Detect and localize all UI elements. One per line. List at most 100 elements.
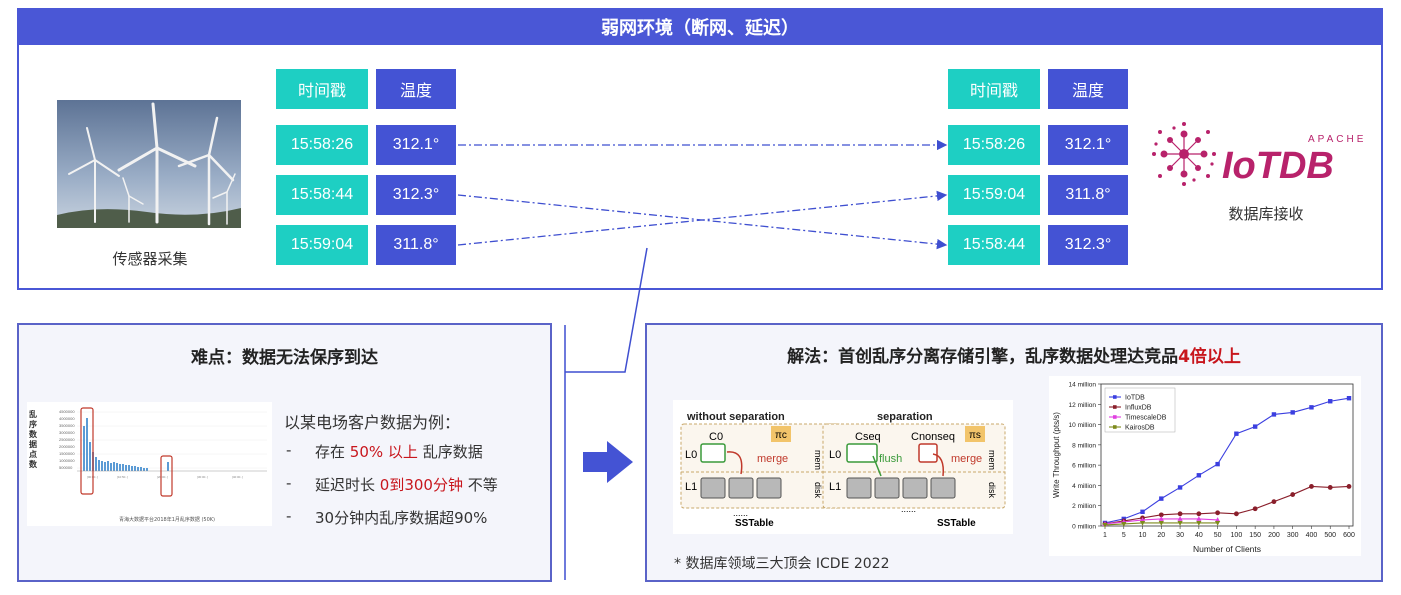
- svg-text:[30:00..]: [30:00..]: [197, 475, 208, 479]
- point-influxdb: [1233, 511, 1239, 517]
- x-tick-label: 300: [1287, 532, 1299, 539]
- svg-text:500000: 500000: [59, 465, 73, 470]
- svg-text:......: ......: [901, 504, 916, 514]
- point-influxdb: [1309, 484, 1314, 489]
- point-iotdb: [1234, 431, 1239, 436]
- point-iotdb: [1196, 473, 1202, 478]
- svg-text:[40:00..]: [40:00..]: [232, 475, 243, 479]
- x-tick-label: 150: [1249, 532, 1261, 539]
- point-kairosdb: [1177, 520, 1183, 526]
- sent-time-3: 15:59:04: [276, 225, 368, 265]
- received-temp-2: 311.8°: [1048, 175, 1128, 215]
- y-tick-label: 0 million: [1072, 524, 1096, 531]
- series-line-iotdb: [1104, 397, 1350, 524]
- point-iotdb: [1159, 496, 1164, 501]
- point-influxdb: [1215, 510, 1221, 516]
- svg-text:SSTable: SSTable: [937, 518, 976, 529]
- point-timescaledb: [1139, 517, 1146, 522]
- svg-text:mem: mem: [987, 450, 997, 470]
- point-iotdb: [1252, 424, 1258, 429]
- point-iotdb: [1290, 410, 1295, 415]
- header-timestamp-sent: 时间戳: [276, 69, 368, 109]
- sent-temp-2: 312.3°: [376, 175, 456, 215]
- sent-temp-1: 312.1°: [376, 125, 456, 165]
- plot-area: [1100, 383, 1354, 527]
- legend-marker-kairosdb: [1113, 425, 1117, 429]
- point-iotdb: [1271, 412, 1277, 417]
- svg-text:2000000: 2000000: [59, 444, 75, 449]
- legend-marker-timescaledb: [1113, 415, 1117, 419]
- arrow-row-3: [457, 190, 948, 246]
- section-title: 弱网环境（断网、延迟）: [17, 8, 1383, 45]
- point-timescaledb: [1196, 516, 1202, 521]
- wind-turbine-photo: [57, 100, 241, 228]
- svg-text:disk: disk: [987, 482, 997, 499]
- x-tick-label: 5: [1122, 532, 1126, 539]
- svg-text:[20:00..]: [20:00..]: [157, 475, 168, 479]
- point-kairosdb: [1102, 522, 1108, 528]
- received-temp-1: 312.1°: [1048, 125, 1128, 165]
- legend-label-influxdb: InfluxDB: [1125, 405, 1152, 412]
- received-time-2: 15:59:04: [948, 175, 1040, 215]
- svg-text:merge: merge: [951, 453, 982, 465]
- svg-text:Cseq: Cseq: [855, 431, 881, 443]
- svg-text:2500000: 2500000: [59, 437, 75, 442]
- svg-text:1500000: 1500000: [59, 451, 75, 456]
- svg-text:C0: C0: [709, 431, 723, 443]
- svg-text:Cnonseq: Cnonseq: [911, 431, 955, 443]
- x-axis-label: Number of Clients: [1193, 544, 1261, 554]
- point-influxdb: [1252, 506, 1258, 512]
- legend-marker-influxdb: [1113, 405, 1117, 409]
- legend-box: [1104, 387, 1176, 433]
- point-iotdb: [1346, 396, 1352, 401]
- svg-text:disk: disk: [813, 482, 823, 499]
- callout-line: [565, 247, 648, 373]
- problem-intro: 以某电场客户数据为例：: [284, 413, 461, 432]
- problem-title: 难点：数据无法保序到达: [191, 348, 378, 368]
- svg-text:πc: πc: [775, 430, 787, 441]
- legend-label-kairosdb: KairosDB: [1125, 425, 1155, 432]
- legend-marker-iotdb: [1113, 395, 1117, 399]
- conference-note: * 数据库领域三大顶会 ICDE 2022: [674, 556, 890, 572]
- sent-temp-3: 311.8°: [376, 225, 456, 265]
- x-tick-label: 500: [1324, 532, 1336, 539]
- x-tick-label: 20: [1157, 532, 1165, 539]
- point-influxdb: [1158, 512, 1164, 518]
- bullet-dash-3: -: [286, 507, 292, 525]
- histogram-ylabel: 乱序数据点数: [29, 410, 37, 469]
- point-influxdb: [1290, 492, 1296, 497]
- received-time-3: 15:58:44: [948, 225, 1040, 265]
- lsm-svg: without separation separation πc C0 L0 L…: [680, 411, 1006, 529]
- point-influxdb: [1327, 485, 1333, 490]
- y-tick-label: 4 million: [1072, 483, 1096, 490]
- point-kairosdb: [1215, 520, 1221, 526]
- logo-name-text: IoTDB: [1222, 145, 1334, 187]
- y-axis-label: Write Throughput (pts/s): [1052, 412, 1061, 498]
- svg-text:......: ......: [733, 508, 748, 518]
- point-influxdb: [1346, 484, 1352, 489]
- svg-text:L1: L1: [685, 481, 697, 493]
- point-influxdb: [1271, 499, 1277, 505]
- point-iotdb: [1215, 461, 1220, 467]
- svg-text:3000000: 3000000: [59, 430, 75, 435]
- point-iotdb: [1309, 405, 1314, 410]
- svg-text:without separation: without separation: [686, 411, 785, 423]
- x-tick-label: 400: [1306, 532, 1318, 539]
- x-tick-label: 10: [1139, 532, 1147, 539]
- y-tick-label: 10 million: [1069, 422, 1097, 429]
- point-kairosdb: [1139, 520, 1146, 526]
- svg-text:flush: flush: [879, 453, 902, 465]
- sensor-caption: 传感器采集: [112, 250, 188, 268]
- y-tick-label: 2 million: [1072, 503, 1096, 510]
- point-timescaledb: [1158, 516, 1164, 521]
- svg-text:L1: L1: [829, 481, 841, 493]
- bullet-3: 30分钟内乱序数据超90%: [315, 509, 488, 527]
- x-tick-label: 100: [1231, 532, 1243, 539]
- point-iotdb: [1140, 509, 1145, 514]
- received-time-1: 15:58:26: [948, 125, 1040, 165]
